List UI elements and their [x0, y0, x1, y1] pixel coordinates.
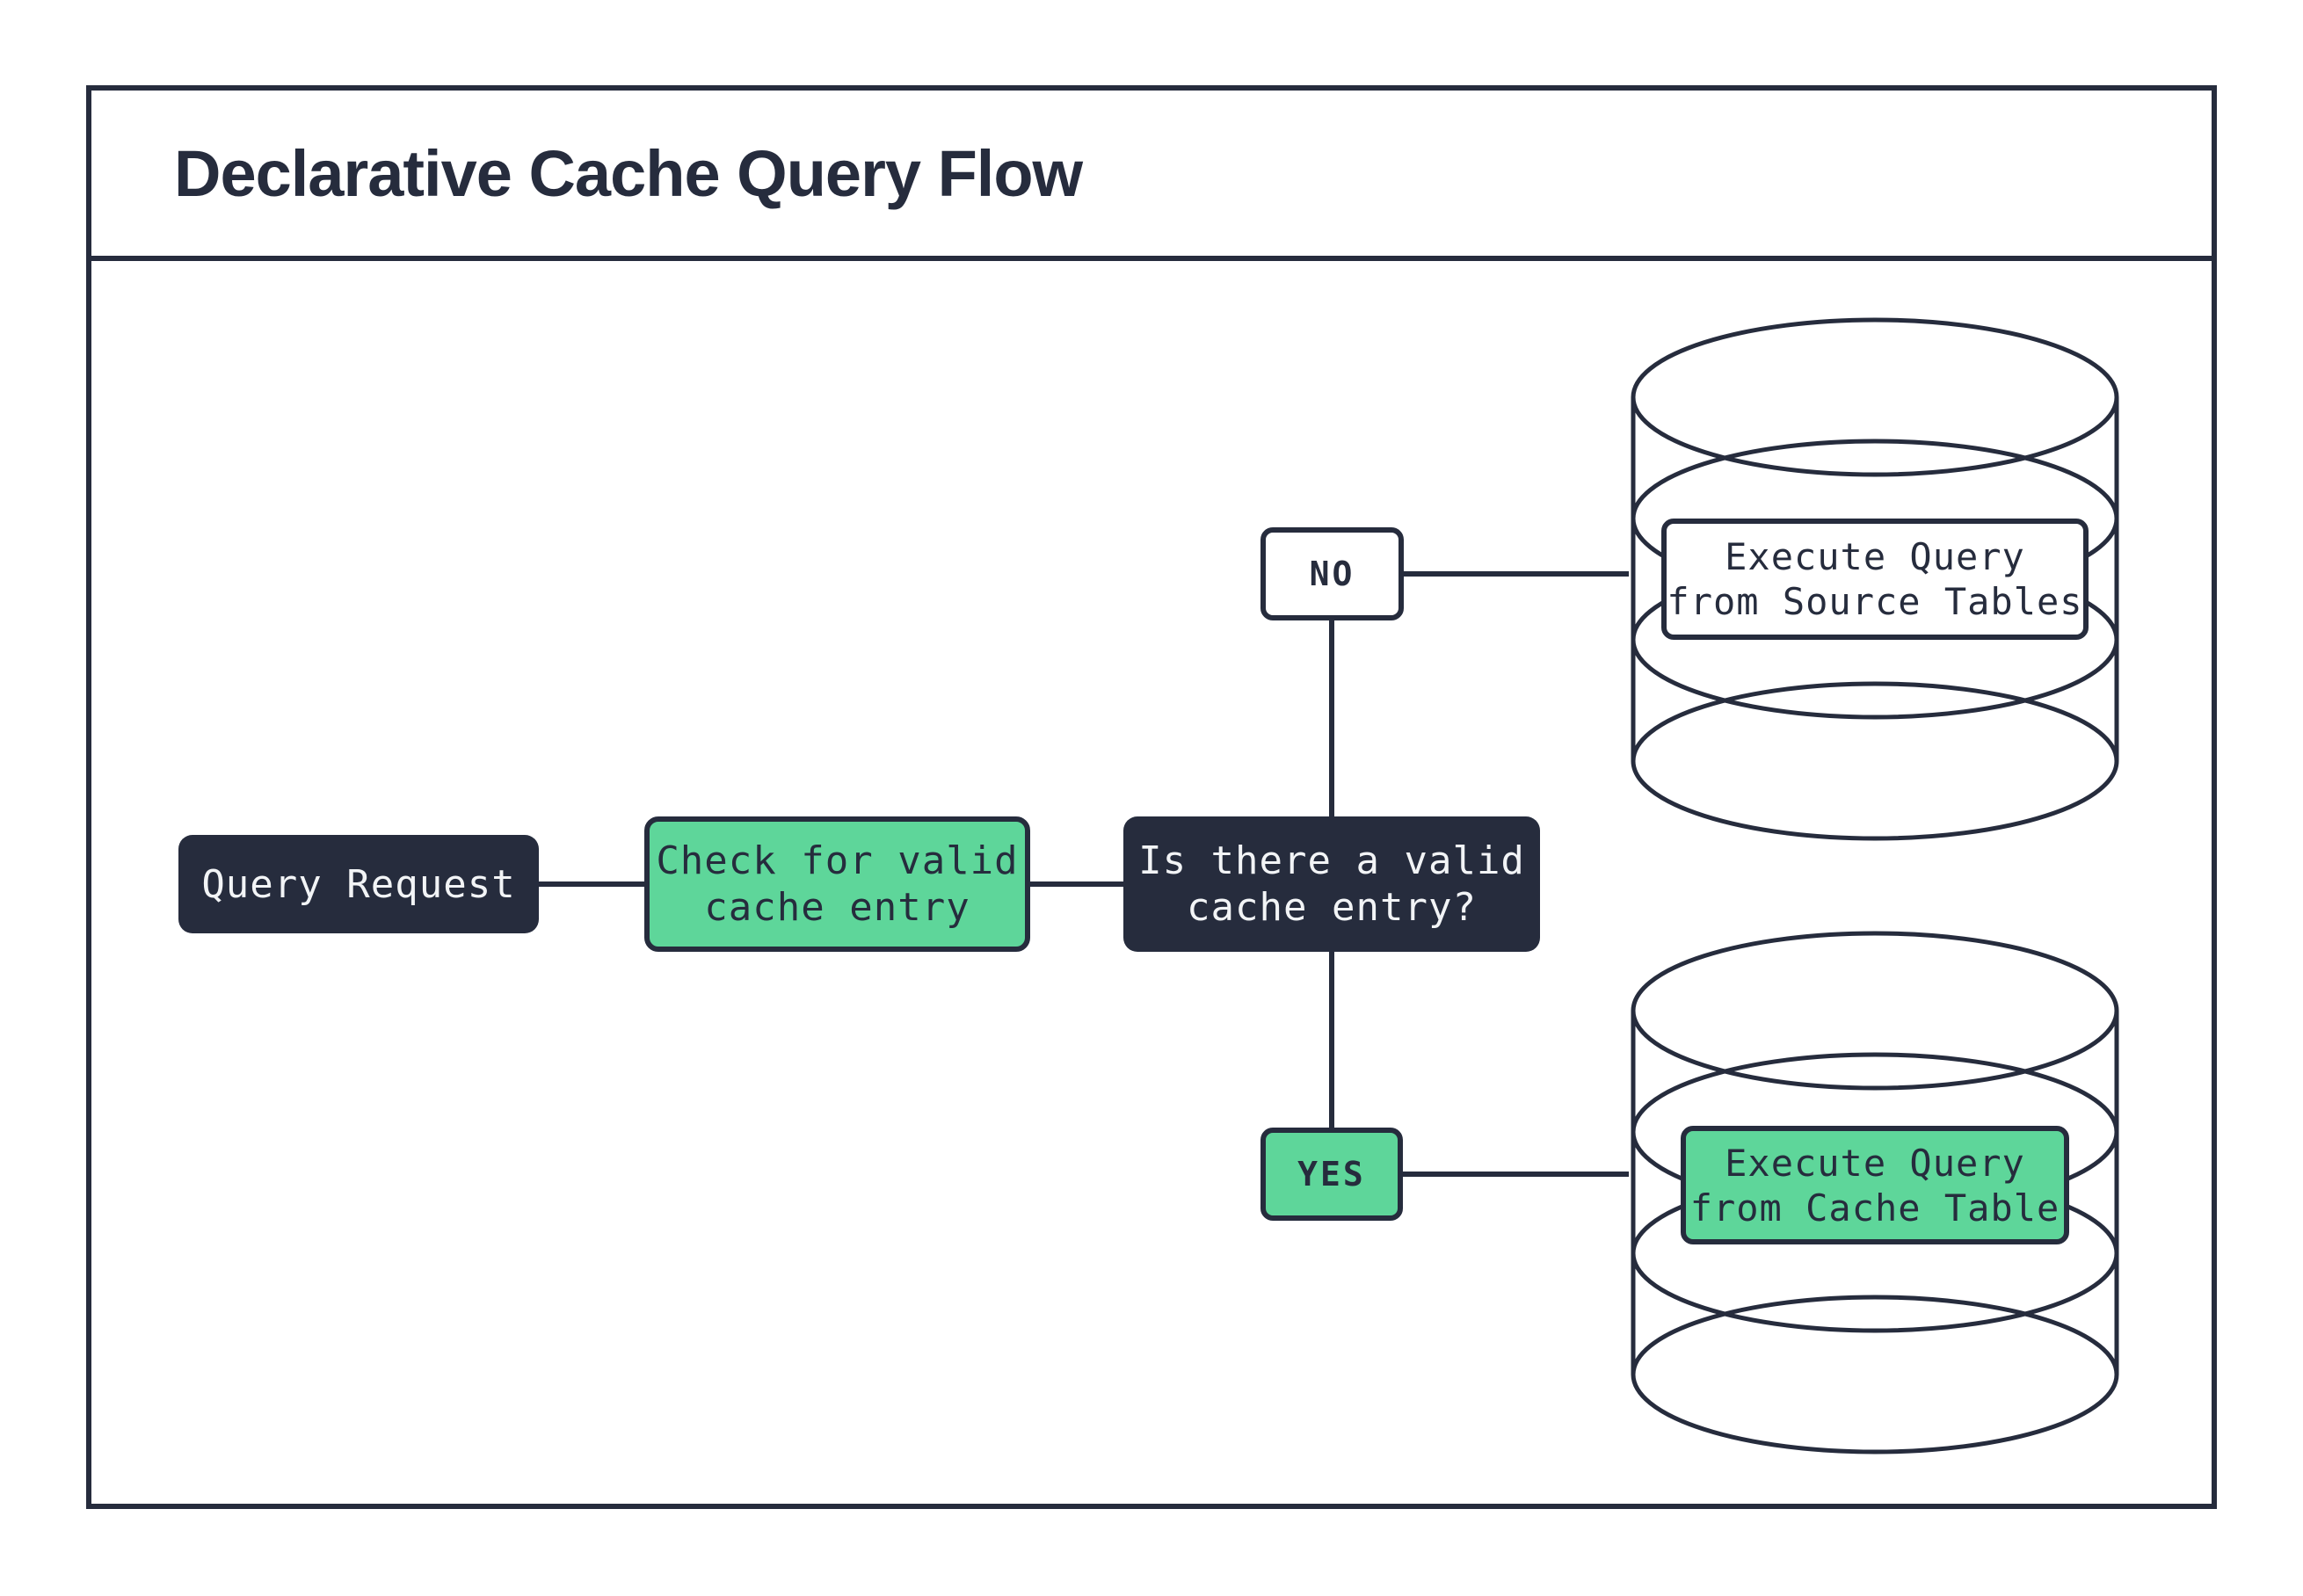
- node-execute-source: Execute Query from Source Tables: [1661, 519, 2089, 640]
- node-no-branch: NO: [1260, 527, 1404, 620]
- connector-check-to-decision: [1030, 881, 1123, 887]
- node-check-cache-line2: cache entry: [704, 885, 970, 930]
- node-decision-line2: cache entry?: [1187, 885, 1477, 930]
- node-query-request-label: Query Request: [201, 861, 516, 907]
- source-database-cylinder: Execute Query from Source Tables: [1629, 316, 2121, 844]
- node-decision-line1: Is there a valid: [1138, 838, 1525, 883]
- node-execute-cache-line1: Execute Query: [1725, 1141, 2025, 1185]
- connector-decision-to-no: [1329, 620, 1334, 816]
- diagram-title: Declarative Cache Query Flow: [174, 136, 1083, 210]
- connector-no-to-source-db: [1404, 571, 1629, 577]
- node-check-cache: Check for valid cache entry: [644, 816, 1030, 952]
- title-bar: Declarative Cache Query Flow: [91, 91, 2212, 261]
- node-execute-cache: Execute Query from Cache Table: [1681, 1126, 2069, 1244]
- node-check-cache-line1: Check for valid: [656, 838, 1019, 883]
- node-yes-branch: YES: [1260, 1128, 1403, 1221]
- cache-database-cylinder: Execute Query from Cache Table: [1629, 930, 2121, 1457]
- node-no-label: NO: [1309, 554, 1355, 593]
- connector-query-to-check: [539, 881, 644, 887]
- node-execute-source-line2: from Source Tables: [1667, 580, 2083, 623]
- connector-yes-to-cache-db: [1403, 1172, 1629, 1177]
- connector-decision-to-yes: [1329, 952, 1334, 1128]
- node-execute-source-line1: Execute Query: [1725, 535, 2025, 578]
- node-yes-label: YES: [1297, 1154, 1366, 1193]
- node-decision: Is there a valid cache entry?: [1123, 816, 1540, 952]
- node-query-request: Query Request: [178, 835, 539, 933]
- node-execute-cache-line2: from Cache Table: [1689, 1186, 2060, 1230]
